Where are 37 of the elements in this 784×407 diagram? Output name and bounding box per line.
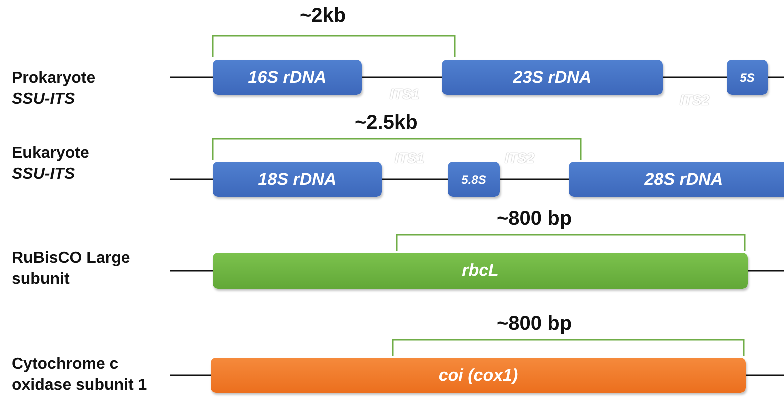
gene-region-box <box>448 162 500 197</box>
annotation-text: SSU-ITS <box>12 165 76 185</box>
gene-name: 5S <box>740 70 755 84</box>
gene-region-box <box>727 60 768 95</box>
dna-strand-line <box>500 178 569 180</box>
gene-region-box <box>213 162 382 197</box>
gene-region-box <box>211 358 746 393</box>
length-label: ~2.5kb <box>355 113 418 134</box>
dna-strand-line <box>663 76 727 78</box>
gene-region-box <box>442 60 663 95</box>
dna-strand-line <box>382 178 448 180</box>
dna-strand-line <box>362 76 442 78</box>
gene-name: 23S rDNA <box>513 68 592 88</box>
dna-strand-line <box>170 374 211 376</box>
annotation-text: Prokaryote <box>12 69 96 89</box>
dna-strand-line <box>170 178 213 180</box>
gene-name: 28S rDNA <box>644 170 724 190</box>
dna-strand-line <box>170 270 213 272</box>
gene-name: 18S rDNA <box>258 170 337 190</box>
gene-region-box <box>569 162 784 197</box>
dna-strand-line <box>170 76 213 78</box>
length-label: ~800 bp <box>497 209 572 230</box>
length-label: ~2kb <box>300 6 346 27</box>
gene-region-box <box>213 253 748 289</box>
length-label: ~800 bp <box>497 314 572 335</box>
dna-strand-line <box>768 76 784 78</box>
annotation-text: Eukaryote <box>12 144 90 164</box>
gene-name: 16S rDNA <box>248 68 327 88</box>
annotation-text: SSU-ITS <box>12 90 76 110</box>
gene-region-box <box>213 60 362 95</box>
dna-strand-line <box>748 270 784 272</box>
gene-name: rbcL <box>462 261 499 281</box>
annotation-text: RuBisCO Large subunit <box>12 249 132 290</box>
annotation-text: Cytochrome c oxidase subunit 1 <box>12 355 148 396</box>
dna-strand-line <box>746 374 784 376</box>
gene-name: coi (cox1) <box>438 366 518 386</box>
gene-name: 5.8S <box>462 172 486 186</box>
